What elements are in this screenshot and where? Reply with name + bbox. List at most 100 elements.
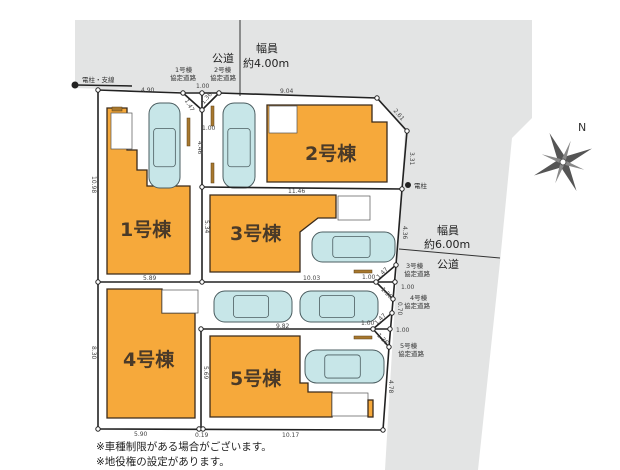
survey-point bbox=[198, 326, 204, 332]
dim-label: 10.98 bbox=[90, 176, 97, 193]
survey-points bbox=[95, 87, 410, 433]
survey-point bbox=[374, 95, 380, 101]
north-road-label: 公道 bbox=[212, 51, 234, 65]
building-5 bbox=[209, 335, 333, 418]
dim-label: 1.00 bbox=[196, 83, 210, 90]
public-road-area bbox=[75, 20, 532, 470]
dim-label: 1.00 bbox=[202, 125, 216, 132]
road-width-line-east bbox=[398, 248, 501, 259]
dim-label: 4.36 bbox=[401, 226, 408, 240]
survey-point bbox=[387, 326, 393, 332]
survey-point bbox=[389, 310, 395, 316]
dim-label: 4.90 bbox=[141, 87, 155, 94]
agreement-road-3-label: 3号棟 bbox=[406, 261, 424, 270]
dim-label: 1.00 bbox=[396, 327, 410, 334]
survey-point bbox=[95, 87, 101, 93]
agreement-road-2-label: 協定道路 bbox=[210, 73, 237, 82]
dim-label: 5.89 bbox=[143, 275, 157, 282]
survey-point bbox=[199, 90, 205, 96]
car-icon bbox=[222, 102, 256, 189]
stairs-2 bbox=[268, 105, 298, 134]
survey-point bbox=[380, 427, 386, 433]
survey-point bbox=[199, 107, 205, 113]
east-road-width-value: 約6.00m bbox=[424, 237, 470, 251]
dim-label: 1.47 bbox=[183, 98, 196, 113]
survey-point bbox=[390, 296, 396, 302]
car-icon bbox=[213, 290, 293, 323]
survey-point bbox=[370, 326, 376, 332]
survey-point bbox=[95, 279, 101, 285]
dim-label: 5.69 bbox=[202, 366, 209, 380]
wheel-stop bbox=[353, 269, 373, 274]
dim-label: 8.30 bbox=[90, 346, 97, 360]
building-5-porch bbox=[367, 399, 374, 418]
agreement-road-4-label: 協定道路 bbox=[404, 301, 431, 310]
stairs-3 bbox=[337, 195, 371, 221]
building-3-label: 3号棟 bbox=[230, 222, 282, 245]
parked-cars bbox=[148, 102, 396, 384]
survey-point bbox=[95, 426, 101, 432]
dim-label: 10.03 bbox=[303, 275, 320, 282]
survey-point bbox=[393, 262, 399, 268]
survey-point bbox=[373, 279, 379, 285]
agreement-road-2-label: 2号棟 bbox=[214, 65, 232, 74]
dim-label: 5.90 bbox=[134, 431, 148, 438]
survey-point bbox=[216, 90, 222, 96]
stairs-1 bbox=[110, 112, 133, 150]
east-road-label: 公道 bbox=[437, 257, 459, 271]
compass-north-label: N bbox=[578, 121, 586, 134]
dim-label: 9.82 bbox=[276, 323, 290, 330]
building-5-label: 5号棟 bbox=[230, 367, 282, 390]
survey-point bbox=[386, 344, 392, 350]
survey-point bbox=[404, 128, 410, 134]
agreement-road-4-label: 4号棟 bbox=[410, 293, 428, 302]
dim-label: 1.47 bbox=[375, 266, 390, 281]
stairs-4 bbox=[161, 289, 199, 314]
wheel-stop bbox=[210, 162, 215, 184]
east-road-width-label: 幅員 bbox=[437, 224, 459, 237]
dim-label: 4.78 bbox=[387, 380, 394, 394]
dim-label: 5.34 bbox=[203, 220, 210, 234]
agreement-road-5-label: 5号棟 bbox=[400, 341, 418, 350]
dim-label: 11.46 bbox=[288, 188, 305, 195]
survey-point bbox=[180, 90, 186, 96]
building-1-label: 1号棟 bbox=[120, 218, 172, 241]
agreement-road-3-label: 協定道路 bbox=[404, 269, 431, 278]
guy-wire-line bbox=[75, 84, 133, 87]
survey-point bbox=[200, 426, 206, 432]
north-compass-icon bbox=[533, 132, 593, 192]
agreement-road-1-label: 協定道路 bbox=[170, 73, 197, 82]
dim-label: 3.31 bbox=[408, 152, 415, 166]
car-icon bbox=[148, 102, 181, 189]
wheel-stop bbox=[186, 117, 191, 147]
building-4-label: 4号棟 bbox=[123, 348, 175, 371]
agreement-road-5-label: 協定道路 bbox=[398, 349, 425, 358]
note-vehicle-restriction: ※車種制限がある場合がございます。 bbox=[96, 440, 272, 453]
note-easement: ※地役権の設定があります。 bbox=[96, 455, 230, 468]
survey-point bbox=[199, 279, 205, 285]
wheel-stop bbox=[111, 106, 123, 112]
building-2-label: 2号棟 bbox=[305, 142, 357, 165]
north-road-width-value: 約4.00m bbox=[243, 56, 289, 70]
building-3 bbox=[209, 194, 337, 273]
north-road-width-label: 幅員 bbox=[256, 42, 278, 55]
car-icon bbox=[311, 231, 396, 263]
dim-label: 0.70 bbox=[396, 302, 403, 316]
dim-label: 9.04 bbox=[280, 88, 294, 95]
dim-label: 4.46 bbox=[196, 141, 203, 155]
survey-point bbox=[199, 184, 205, 190]
survey-point bbox=[399, 186, 405, 192]
wheel-stop bbox=[353, 335, 373, 340]
car-icon bbox=[299, 290, 379, 323]
utility-pole-icon bbox=[405, 182, 411, 188]
dim-label: 1.00 bbox=[401, 284, 415, 291]
agreement-road-1-label: 1号棟 bbox=[175, 65, 193, 74]
survey-point bbox=[392, 279, 398, 285]
utility-pole-label: 電柱 bbox=[414, 181, 428, 190]
wheel-stop bbox=[210, 105, 215, 127]
dim-label: 10.17 bbox=[282, 432, 299, 439]
dim-label: 0.19 bbox=[195, 432, 209, 439]
utility-pole-icon bbox=[71, 81, 79, 89]
